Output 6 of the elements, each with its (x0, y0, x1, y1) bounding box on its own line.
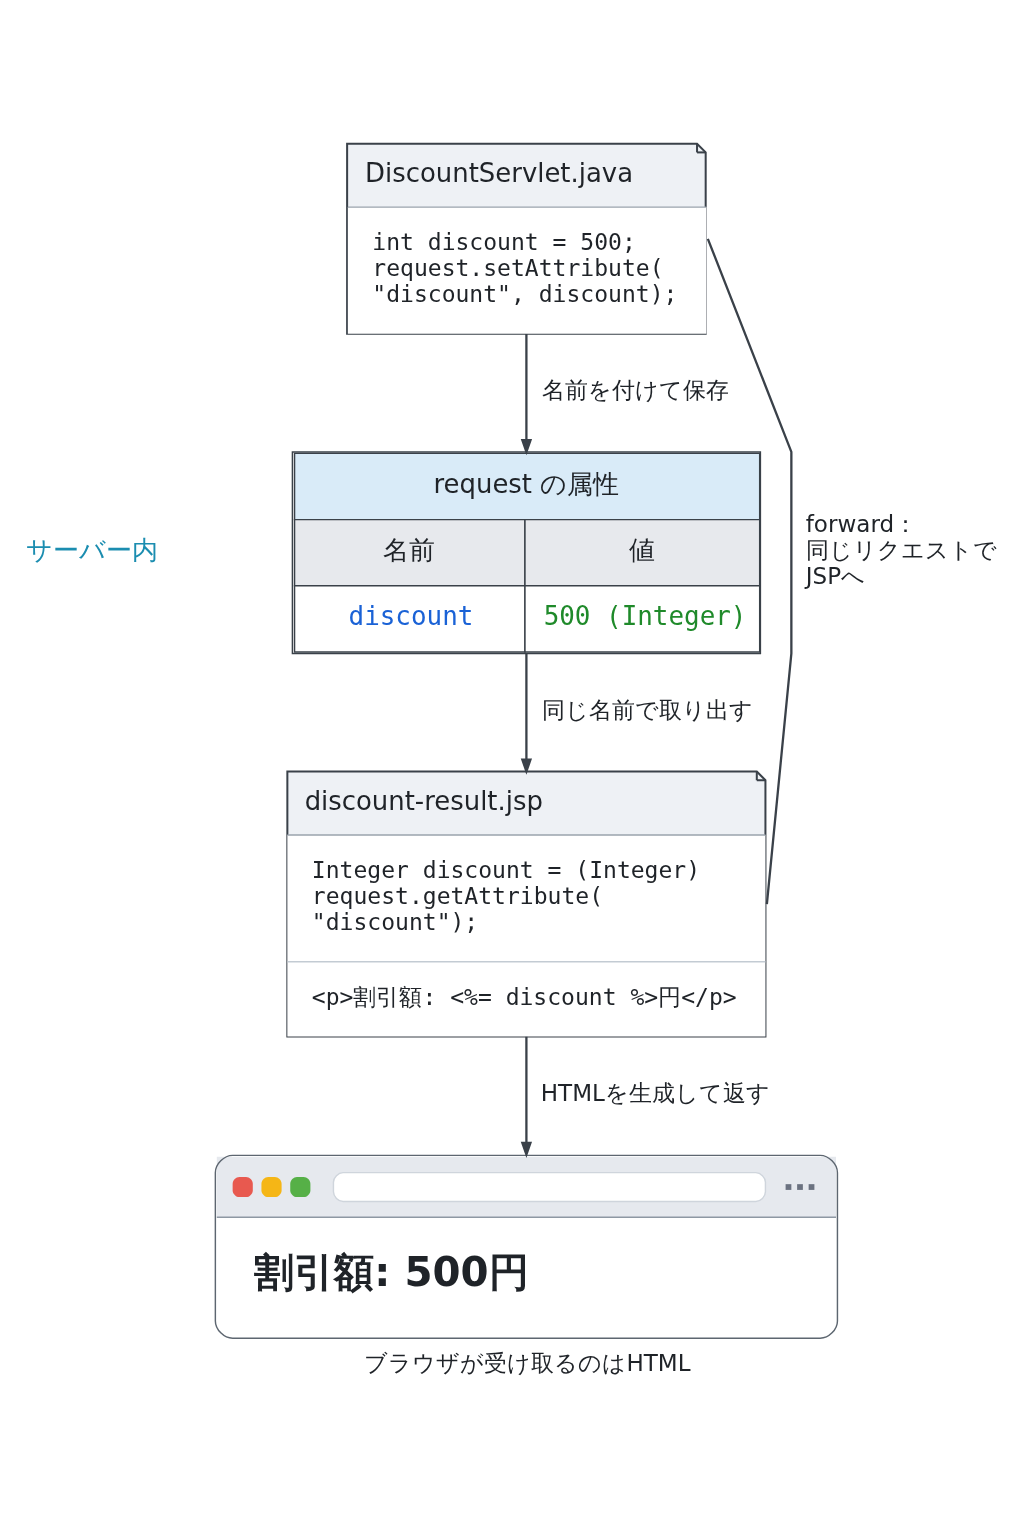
edge-label: 同じ名前で取り出す (541, 697, 753, 724)
node-label: ブラウザが受け取るのはHTML (364, 1350, 691, 1377)
edge-label: HTMLを生成して返す (540, 1080, 770, 1107)
edge-label: forward：同じリクエストでJSPへ (805, 511, 997, 590)
label: サーバー内 (25, 535, 158, 566)
edge-label: 名前を付けて保存 (541, 377, 729, 404)
